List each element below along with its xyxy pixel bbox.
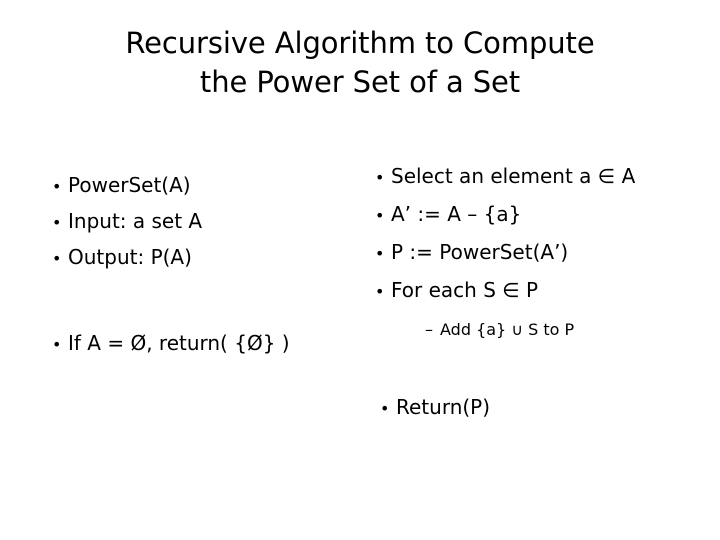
list-item: • Output: P(A) — [52, 245, 192, 271]
list-item: • PowerSet(A) — [52, 173, 191, 199]
list-item: • Select an element a ∈ A — [375, 164, 635, 190]
bullet-icon: • — [375, 244, 385, 263]
list-item: • P := PowerSet(A’) — [375, 240, 568, 266]
bullet-icon: • — [380, 399, 390, 418]
list-item-label: PowerSet(A) — [68, 173, 191, 197]
page-title: Recursive Algorithm to Compute the Power… — [125, 26, 595, 99]
list-item-label: Select an element a ∈ A — [391, 164, 636, 188]
list-item: • Input: a set A — [52, 209, 202, 235]
bullet-icon: • — [375, 168, 385, 187]
list-item: • For each S ∈ P — [375, 278, 538, 304]
list-item-label: Input: a set A — [68, 209, 203, 233]
bullet-icon: • — [52, 335, 62, 354]
list-item-label: A’ := A – {a} — [391, 202, 522, 226]
list-item-label: Return(P) — [396, 395, 491, 419]
list-item: • Return(P) — [380, 395, 490, 421]
list-item-label: Output: P(A) — [68, 245, 192, 269]
bullet-icon: • — [52, 249, 62, 268]
bullet-icon: • — [52, 177, 62, 196]
bullet-icon: • — [375, 282, 385, 301]
list-item-label: If A = Ø, return( {Ø} ) — [68, 331, 290, 355]
list-item-label: For each S ∈ P — [391, 278, 539, 302]
bullet-icon: • — [375, 206, 385, 225]
bullet-icon: • — [52, 213, 62, 232]
list-item: • If A = Ø, return( {Ø} ) — [52, 331, 290, 357]
list-item-label: P := PowerSet(A’) — [391, 240, 569, 264]
sub-list-item: – Add {a} ∪ S to P — [425, 320, 574, 340]
sub-list-item-label: Add {a} ∪ S to P — [440, 320, 575, 339]
list-item: • A’ := A – {a} — [375, 202, 521, 228]
dash-icon: – — [425, 320, 433, 339]
